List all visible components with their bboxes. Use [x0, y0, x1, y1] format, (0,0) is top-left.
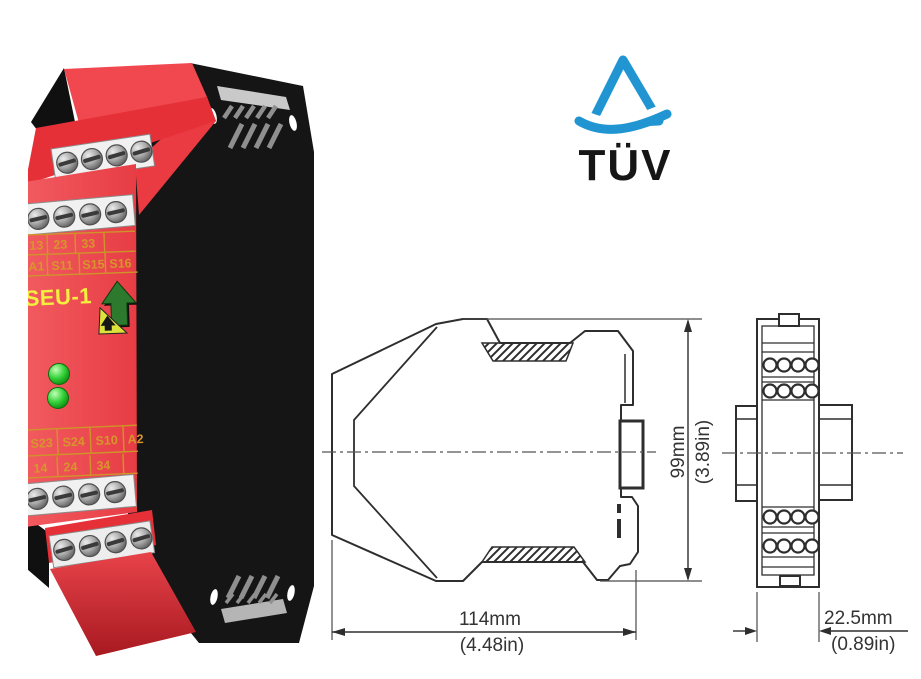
terminal-label: A1 [28, 259, 45, 274]
terminal-label: 14 [33, 461, 48, 476]
label-row-bottom-contacts: 14 24 34 [28, 453, 138, 479]
label-row-top-contacts: 13 23 33 [28, 230, 136, 256]
side-view-outline [331, 318, 639, 582]
housing-side-panel [128, 63, 314, 643]
terminal-label: S23 [30, 436, 53, 451]
vent-hatch-top [480, 342, 575, 362]
terminal-label: 34 [96, 458, 111, 473]
terminal-label: S15 [82, 257, 105, 272]
height-mm-label: 99mm [668, 426, 689, 479]
centerlines [322, 451, 903, 454]
terminal-label: 23 [53, 238, 67, 252]
front-view-section-lines [762, 342, 814, 568]
top-cap [217, 86, 290, 110]
tuv-wordmark: TÜV [578, 141, 673, 190]
brand-logo-icon [98, 280, 138, 335]
module-bottom-face [50, 552, 196, 656]
bottom-cap [221, 599, 287, 623]
terminal-label: 24 [63, 460, 78, 475]
depth-inch-label: (0.89in) [831, 634, 895, 655]
front-terminal-holes [762, 357, 820, 554]
terminal-label: A2 [127, 432, 144, 447]
front-view [735, 313, 853, 588]
side-view [331, 318, 645, 582]
vent-slots-bottom-icon [224, 574, 281, 605]
terminal-label: S24 [62, 434, 85, 449]
width-mm-label: 114mm [459, 609, 521, 630]
terminal-label: 13 [29, 238, 43, 252]
width-inch-label: (4.48in) [460, 635, 524, 656]
relay-module-render: 13 23 33 A1 S11 S15 S16 SEU-1 [28, 63, 314, 656]
status-led-indicators [47, 363, 70, 409]
depth-dimension: 22.5mm (0.89in) [733, 608, 908, 655]
height-dimension: 99mm (3.89in) [668, 319, 714, 581]
din-rail-cross-section [618, 419, 645, 490]
terminal-label: S16 [109, 256, 132, 271]
terminal-label: 33 [81, 237, 95, 251]
vent-hatch-bottom [480, 546, 587, 563]
housing-left-edge-bottom [28, 517, 49, 588]
terminal-strip-2 [28, 194, 136, 236]
width-dimension: 114mm (4.48in) [332, 609, 636, 656]
side-view-front-wedge [353, 326, 438, 579]
terminal-strip-3 [28, 473, 137, 517]
label-row-bottom-inputs: S23 S24 S10 A2 [28, 424, 144, 457]
terminal-label: S11 [51, 258, 73, 273]
terminal-label: S10 [95, 433, 118, 448]
module-top-face [64, 63, 207, 123]
top-notch [778, 313, 800, 327]
vent-slots-top-icon [222, 104, 284, 150]
model-name: SEU-1 [28, 283, 92, 311]
extension-lines [331, 318, 820, 642]
label-row-top-inputs: A1 S11 S15 S16 [28, 252, 138, 277]
bottom-notch [779, 575, 801, 587]
tuv-certification-logo: TÜV [553, 30, 698, 190]
tuv-triangle-icon [574, 55, 672, 134]
dimension-drawing: 114mm (4.48in) 99mm (3.89in) 22.5mm (0.8… [322, 313, 908, 656]
height-inch-label: (3.89in) [693, 420, 714, 484]
depth-mm-label: 22.5mm [824, 608, 893, 629]
